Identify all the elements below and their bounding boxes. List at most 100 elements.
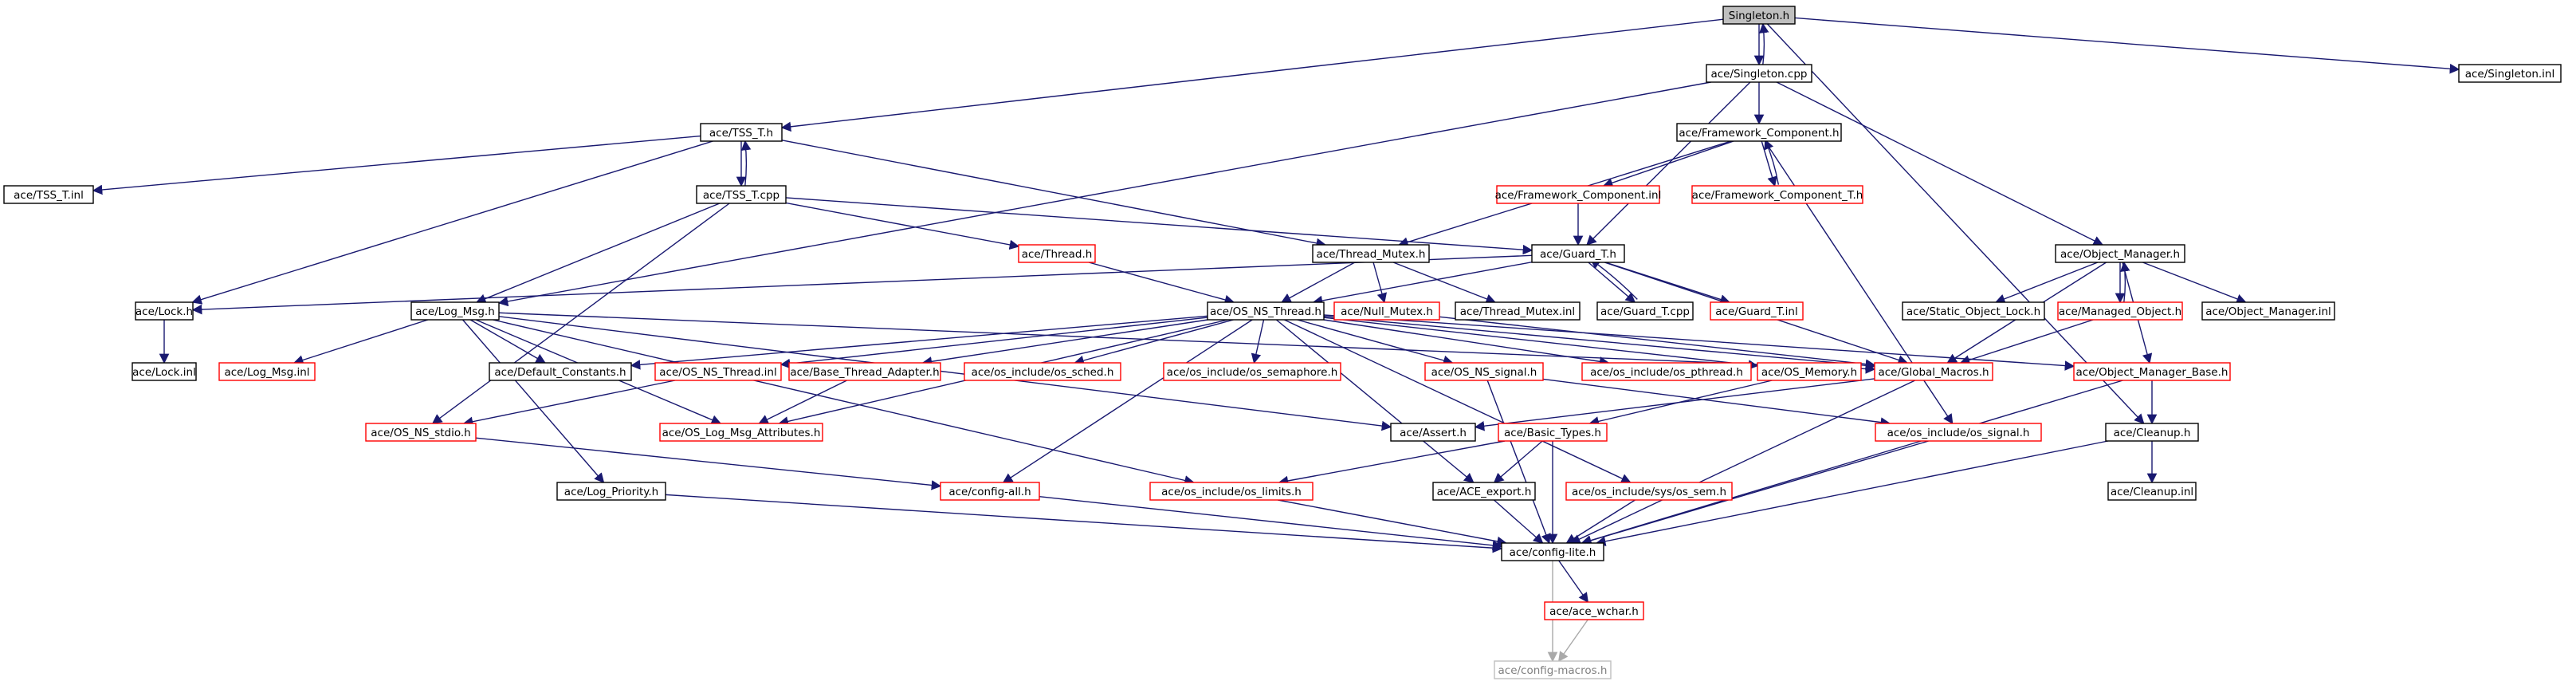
node-basic-types-h[interactable]: ace/Basic_Types.h bbox=[1498, 423, 1608, 442]
node-thread-mutex-inl[interactable]: ace/Thread_Mutex.inl bbox=[1455, 301, 1581, 321]
node-ace-wchar-h[interactable]: ace/ace_wchar.h bbox=[1544, 601, 1644, 620]
edge-singleton_cpp-to-singleton_h bbox=[1758, 22, 1769, 65]
node-box bbox=[1498, 423, 1608, 442]
edge-global_macros_h-to-config_lite_h bbox=[1570, 380, 1916, 544]
node-label: ace/Guard_T.cpp bbox=[1600, 305, 1690, 318]
node-os-ns-signal-h[interactable]: ace/OS_NS_signal.h bbox=[1424, 362, 1544, 381]
edge-config_all_h-to-config_lite_h bbox=[1039, 495, 1503, 551]
node-box bbox=[135, 301, 194, 321]
edge-managed_object_h-to-global_macros_h bbox=[1959, 319, 2094, 365]
node-tss-t-h[interactable]: ace/TSS_T.h bbox=[700, 123, 783, 142]
node-ace-export-h[interactable]: ace/ACE_export.h bbox=[1432, 482, 1536, 501]
node-object-manager-base-h[interactable]: ace/Object_Manager_Base.h bbox=[2073, 362, 2231, 381]
edge-log_priority_h-to-config_lite_h bbox=[665, 494, 1503, 553]
node-box bbox=[1494, 660, 1612, 679]
node-label: ace/OS_NS_Thread.inl bbox=[659, 366, 776, 379]
node-singleton-inl[interactable]: ace/Singleton.inl bbox=[2458, 64, 2562, 83]
node-box bbox=[1455, 301, 1581, 321]
node-label: ace/OS_NS_stdio.h bbox=[371, 427, 470, 439]
node-config-lite-h[interactable]: ace/config-lite.h bbox=[1501, 542, 1604, 561]
node-guard-t-h[interactable]: ace/Guard_T.h bbox=[1531, 244, 1625, 263]
node-os-pthread-h[interactable]: ace/os_include/os_pthread.h bbox=[1581, 362, 1752, 381]
node-box bbox=[1333, 301, 1440, 321]
node-os-ns-thread-h[interactable]: ace/OS_NS_Thread.h bbox=[1207, 301, 1325, 321]
node-assert-h[interactable]: ace/Assert.h bbox=[1390, 423, 1476, 442]
node-lock-h[interactable]: ace/Lock.h bbox=[135, 301, 194, 321]
node-label: ace/Managed_Object.h bbox=[2059, 305, 2181, 318]
node-cleanup-inl[interactable]: ace/Cleanup.inl bbox=[2107, 482, 2197, 501]
node-default-constants-h[interactable]: ace/Default_Constants.h bbox=[489, 362, 632, 381]
edge-os_ns_thread_h-to-object_manager_base_h bbox=[1323, 314, 2075, 371]
node-framework-component-inl[interactable]: ace/Framework_Component.inl bbox=[1495, 185, 1662, 204]
node-box bbox=[410, 301, 500, 321]
edge-framework_component_h-to-os_signal_h bbox=[1764, 140, 1954, 425]
edge-os_ns_thread_h-to-os_memory_h bbox=[1323, 317, 1759, 370]
node-os-ns-stdio-h[interactable]: ace/OS_NS_stdio.h bbox=[365, 423, 477, 442]
node-label: ace/Log_Msg.inl bbox=[224, 366, 309, 379]
node-label: ace/Object_Manager_Base.h bbox=[2076, 366, 2228, 379]
node-guard-t-cpp[interactable]: ace/Guard_T.cpp bbox=[1596, 301, 1694, 321]
node-os-signal-h[interactable]: ace/os_include/os_signal.h bbox=[1875, 423, 2042, 442]
node-label: ace/OS_Log_Msg_Attributes.h bbox=[662, 427, 821, 439]
edge-tss_t_h-to-thread_mutex_h bbox=[781, 140, 1327, 249]
node-global-macros-h[interactable]: ace/Global_Macros.h bbox=[1874, 362, 1993, 381]
node-os-limits-h[interactable]: ace/os_include/os_limits.h bbox=[1149, 482, 1314, 501]
edge-os_ns_thread_h-to-config_all_h bbox=[1002, 319, 1253, 483]
node-object-manager-inl[interactable]: ace/Object_Manager.inl bbox=[2201, 301, 2335, 321]
node-config-macros-h[interactable]: ace/config-macros.h bbox=[1494, 660, 1612, 679]
node-label: ace/Cleanup.h bbox=[2114, 427, 2191, 439]
node-guard-t-inl[interactable]: ace/Guard_T.inl bbox=[1710, 301, 1804, 321]
node-label: ace/Log_Priority.h bbox=[564, 486, 658, 498]
node-object-manager-h[interactable]: ace/Object_Manager.h bbox=[2055, 244, 2185, 263]
node-box bbox=[1875, 423, 2042, 442]
node-box bbox=[1581, 362, 1752, 381]
node-log-msg-inl[interactable]: ace/Log_Msg.inl bbox=[218, 362, 316, 381]
node-box bbox=[1163, 362, 1341, 381]
edge-os_ns_thread_h-to-os_pthread_h bbox=[1323, 319, 1610, 367]
node-cleanup-h[interactable]: ace/Cleanup.h bbox=[2105, 423, 2199, 442]
edge-log_msg_h-to-log_msg_inl bbox=[293, 319, 429, 365]
node-box bbox=[700, 123, 783, 142]
node-thread-mutex-h[interactable]: ace/Thread_Mutex.h bbox=[1312, 244, 1430, 263]
node-static-object-lock-h[interactable]: ace/Static_Object_Lock.h bbox=[1902, 301, 2045, 321]
edge-null_mutex_h-to-global_macros_h bbox=[1439, 316, 1876, 369]
node-label: ace/os_include/os_semaphore.h bbox=[1167, 366, 1338, 379]
node-box bbox=[2201, 301, 2335, 321]
node-os-semaphore-h[interactable]: ace/os_include/os_semaphore.h bbox=[1163, 362, 1341, 381]
node-log-priority-h[interactable]: ace/Log_Priority.h bbox=[556, 482, 666, 501]
node-thread-h[interactable]: ace/Thread.h bbox=[1018, 244, 1096, 263]
node-label: ace/Log_Msg.h bbox=[415, 305, 495, 318]
node-os-log-msg-attributes-h[interactable]: ace/OS_Log_Msg_Attributes.h bbox=[659, 423, 823, 442]
node-box bbox=[1496, 185, 1660, 204]
edge-os_ns_thread_h-to-os_sched_h bbox=[1074, 319, 1234, 366]
node-label: ace/Framework_Component_T.h bbox=[1692, 189, 1863, 202]
node-framework-component-h[interactable]: ace/Framework_Component.h bbox=[1676, 123, 1842, 142]
node-lock-inl[interactable]: ace/Lock.inl bbox=[132, 362, 197, 381]
edge-os_ns_thread_h-to-global_macros_h bbox=[1323, 315, 1876, 371]
node-config-all-h[interactable]: ace/config-all.h bbox=[940, 482, 1040, 501]
node-framework-component-t-h[interactable]: ace/Framework_Component_T.h bbox=[1691, 185, 1863, 204]
node-label: ace/Thread_Mutex.inl bbox=[1460, 305, 1575, 318]
edge-thread_mutex_h-to-os_ns_thread_h bbox=[1281, 262, 1356, 303]
node-base-thread-adapter-h[interactable]: ace/Base_Thread_Adapter.h bbox=[788, 362, 941, 381]
node-os-sched-h[interactable]: ace/os_include/os_sched.h bbox=[964, 362, 1121, 381]
node-box bbox=[556, 482, 666, 501]
node-label: ace/Guard_T.h bbox=[1540, 248, 1616, 261]
node-label: ace/config-all.h bbox=[948, 486, 1031, 498]
edge-singleton_cpp-to-log_msg_h bbox=[497, 81, 1711, 307]
node-tss-t-cpp[interactable]: ace/TSS_T.cpp bbox=[696, 185, 787, 204]
node-tss-t-inl[interactable]: ace/TSS_T.inl bbox=[3, 185, 94, 204]
node-os-ns-thread-inl[interactable]: ace/OS_NS_Thread.inl bbox=[654, 362, 782, 381]
node-os-sem-h[interactable]: ace/os_include/sys/os_sem.h bbox=[1565, 482, 1733, 501]
node-log-msg-h[interactable]: ace/Log_Msg.h bbox=[410, 301, 500, 321]
node-label: ace/OS_Memory.h bbox=[1761, 366, 1857, 379]
node-singleton-cpp[interactable]: ace/Singleton.cpp bbox=[1706, 64, 1812, 83]
node-box bbox=[1544, 601, 1644, 620]
node-managed-object-h[interactable]: ace/Managed_Object.h bbox=[2057, 301, 2183, 321]
edge-os_ns_thread_h-to-os_ns_thread_inl bbox=[779, 317, 1208, 369]
node-box bbox=[1207, 301, 1325, 321]
node-os-memory-h[interactable]: ace/OS_Memory.h bbox=[1757, 362, 1862, 381]
node-null-mutex-h[interactable]: ace/Null_Mutex.h bbox=[1333, 301, 1440, 321]
node-label: ace/Assert.h bbox=[1400, 427, 1467, 439]
edge-tss_t_h-to-tss_t_inl bbox=[92, 135, 701, 195]
